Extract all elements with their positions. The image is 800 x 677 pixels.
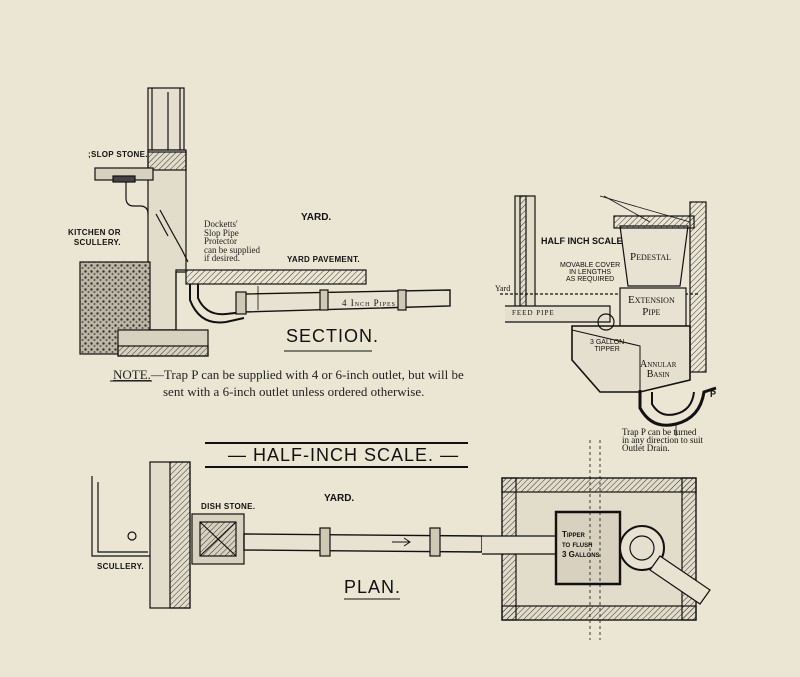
section-drawing	[79, 87, 451, 357]
scale-title-text: HALF-INCH SCALE.	[253, 445, 435, 465]
note-line-1: —Trap P can be supplied with 4 or 6-inch…	[150, 367, 464, 382]
trap-note: Trap P can be turned in any direction to…	[622, 427, 703, 453]
dish-stone-label: DISH STONE.	[201, 502, 256, 511]
section-yard-label: YARD.	[301, 212, 332, 223]
pedestal-label: Pedestal	[630, 251, 672, 263]
extension-pipe-label: Extension Pipe	[628, 294, 675, 318]
tipper-label: 3 GALLON TIPPER	[590, 339, 625, 353]
note-line-2: sent with a 6-inch outlet unless ordered…	[163, 384, 425, 399]
note-paragraph: NOTE.—Trap P can be supplied with 4 or 6…	[113, 367, 464, 383]
movable-cover-label: MOVABLE COVER IN LENGTHS AS REQUIRED	[560, 262, 621, 283]
section-title: SECTION.	[286, 326, 380, 346]
plan-right-drawing	[482, 440, 711, 640]
kitchen-scullery-label: KITCHEN OR SCULLERY.	[68, 228, 121, 247]
detail-scale-label: HALF INCH SCALE	[541, 236, 623, 246]
trap-p-label: P	[710, 389, 717, 399]
plan-title: PLAN.	[344, 577, 402, 597]
feed-pipe-label: FEED PIPE	[512, 309, 555, 317]
pipe-label: 4 Inch Pipes	[342, 298, 397, 308]
scullery-label: SCULLERY.	[97, 562, 144, 571]
plan-tipper-label: Tipper to flush 3 Gallons	[562, 530, 600, 559]
detail-yard-label: Yard	[495, 284, 511, 293]
yard-pavement-label: YARD PAVEMENT.	[287, 255, 360, 264]
annular-basin-label: Annular Basin	[640, 359, 677, 380]
protector-note: Docketts' Slop Pipe Protector can be sup…	[204, 219, 260, 263]
tipper-detail-drawing	[500, 195, 717, 436]
scale-title: — HALF-INCH SCALE. —	[228, 445, 460, 465]
slop-stone-label: ;SLOP STONE.	[88, 150, 148, 159]
plan-left-drawing	[91, 461, 483, 609]
note-heading: NOTE.	[113, 367, 151, 382]
plan-yard-label: YARD.	[324, 493, 355, 504]
